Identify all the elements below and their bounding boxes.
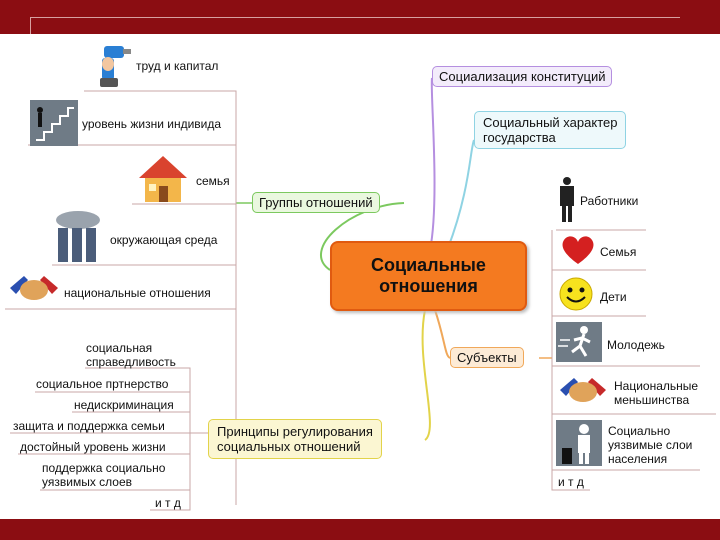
principle-leaf-family-support: защита и поддержка семьи [13, 419, 165, 433]
subject-leaf-family: Семья [600, 245, 637, 259]
worker-icon [560, 177, 574, 222]
socialization-node: Социализация конституций [432, 66, 613, 87]
groups-label: Группы отношений [259, 195, 373, 210]
person-icon [556, 420, 602, 466]
house-icon [139, 156, 187, 202]
principle-justice-line-1: социальная [86, 341, 153, 355]
group-leaf-living: уровень жизни индивида [82, 117, 222, 131]
handshake-icon [560, 378, 606, 402]
subject-leaf-etc: и т д [558, 475, 584, 489]
stairs-icon [30, 100, 78, 146]
principles-node: Принципы регулирования социальных отноше… [208, 419, 382, 459]
subject-national-line-2: меньшинства [614, 393, 690, 407]
subject-national-line-1: Национальные [614, 379, 699, 393]
subject-leaf-vulnerable: Социально уязвимые слои населения [608, 424, 692, 466]
principles-line-2: социальных отношений [217, 439, 361, 454]
groups-node: Группы отношений [252, 192, 380, 213]
socialization-label: Социализация конституций [439, 69, 606, 84]
subject-vulnerable-line-3: населения [608, 452, 668, 466]
principles-line-1: Принципы регулирования [217, 424, 373, 439]
principle-support-line-1: поддержка социально [42, 461, 166, 475]
principle-justice-line-2: справедливость [86, 355, 176, 369]
handshake-icon [10, 276, 58, 300]
subject-leaf-workers: Работники [580, 194, 639, 208]
central-node: Социальные отношения [330, 241, 527, 311]
subject-vulnerable-line-2: уязвимые слои [608, 438, 693, 452]
group-leaf-national: национальные отношения [64, 286, 211, 300]
principle-support-line-2: уязвимых слоев [42, 475, 133, 489]
group-leaf-labor: труд и капитал [136, 59, 219, 73]
top-rule-tick [30, 17, 31, 34]
principle-leaf-living-standard: достойный уровень жизни [20, 440, 166, 454]
principle-leaf-etc: и т д [155, 496, 181, 510]
smiley-icon [559, 277, 593, 311]
central-line-2: отношения [379, 276, 478, 296]
social-character-node: Социальный характер государства [474, 111, 627, 149]
principle-leaf-vulnerable-support: поддержка социально уязвимых слоев [42, 461, 165, 489]
subject-leaf-children: Дети [600, 290, 627, 304]
subject-leaf-youth: Молодежь [607, 338, 665, 352]
subject-vulnerable-line-1: Социально [608, 424, 671, 438]
drill-icon [100, 46, 131, 87]
subject-leaf-national: Национальные меньшинства [614, 379, 698, 407]
subjects-node: Субъекты [450, 347, 524, 368]
bottom-bar [0, 519, 720, 540]
top-rule [30, 17, 680, 18]
principle-leaf-partnership: социальное пртнерство [36, 377, 169, 391]
group-leaf-family: семья [196, 174, 230, 188]
principle-leaf-nondiscrimination: недискриминация [74, 398, 174, 412]
factory-icon [56, 211, 100, 262]
social-character-line-2: государства [483, 130, 556, 145]
subjects-label: Субъекты [457, 350, 517, 365]
principle-leaf-justice: социальная справедливость [86, 341, 176, 369]
group-leaf-environment: окружающая среда [110, 233, 218, 247]
heart-icon [562, 236, 594, 264]
central-line-1: Социальные [371, 255, 486, 275]
runner-icon [556, 322, 602, 362]
social-character-line-1: Социальный характер [483, 115, 618, 130]
